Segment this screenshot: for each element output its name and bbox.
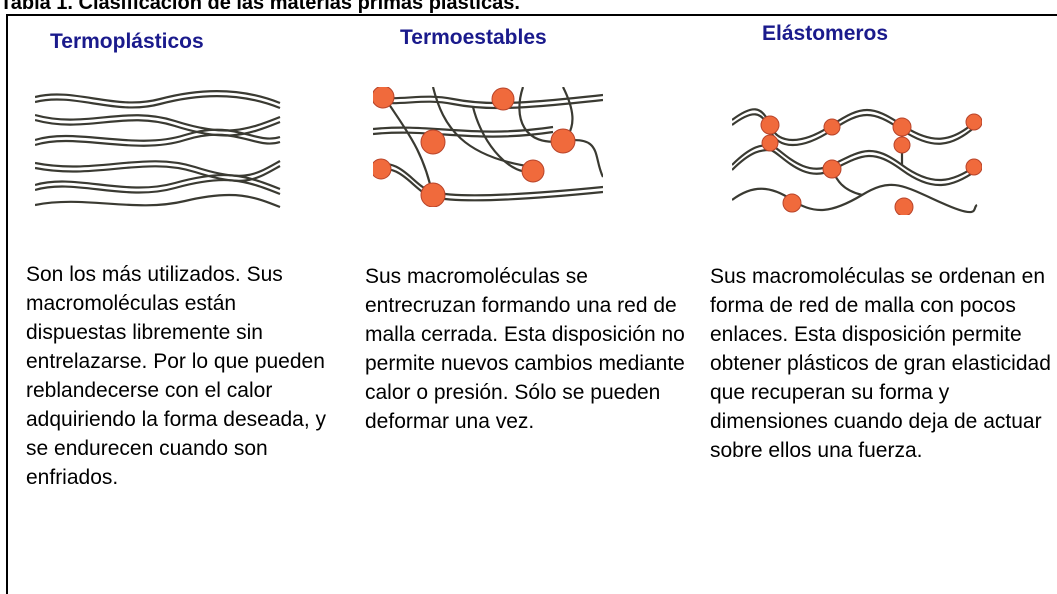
column-title-termoestables: Termoestables [400,26,547,49]
column-title-termoplasticos: Termoplásticos [50,30,204,53]
description-termoplasticos: Son los más utilizados. Sus macromolécul… [26,263,327,489]
description-elastomeros: Sus macromoléculas se ordenan en forma d… [710,265,1051,462]
description-termoestables: Sus macromoléculas se entrecruzan forman… [365,265,685,433]
elastomer-network-illustration [732,108,982,215]
column-title-elastomeros: Elástomeros [762,22,889,45]
thermoplastic-chains-illustration [35,90,281,209]
classification-table-frame [6,14,1057,594]
thermoset-network-illustration [373,87,603,207]
table-caption: Tabla 1. Clasificación de las materias p… [0,0,520,14]
